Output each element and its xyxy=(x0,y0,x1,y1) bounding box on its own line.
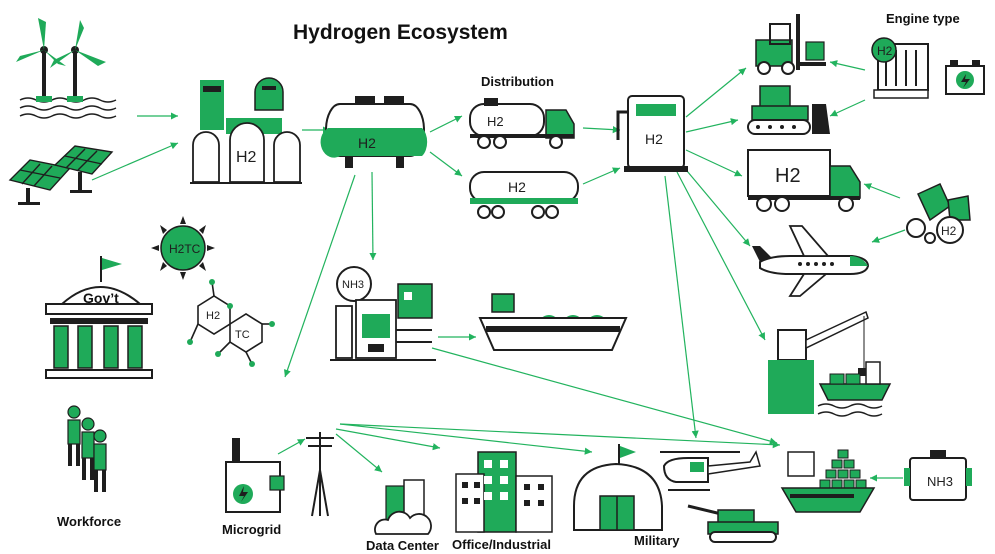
port-crane-icon xyxy=(768,310,869,414)
h2-label: H2 xyxy=(941,224,957,238)
office-building-icon xyxy=(455,451,553,533)
ammonia-plant-icon: NH3 xyxy=(330,266,436,361)
tc-label: TC xyxy=(235,329,250,341)
military-label: Military xyxy=(634,533,680,548)
hydrogen-plant-icon: H2 xyxy=(190,77,302,184)
ammonia-engine-icon: NH3 xyxy=(904,450,972,501)
storage-tank-icon: H2 xyxy=(320,96,428,168)
military-hangar-icon xyxy=(573,444,663,531)
workforce-label: Workforce xyxy=(57,514,122,529)
fuel-cell-icon: H2 xyxy=(871,37,929,99)
h2-label: H2 xyxy=(775,165,801,187)
flow-arrows xyxy=(91,60,906,482)
microgrid-label: Microgrid xyxy=(222,522,282,537)
page-title: Hydrogen Ecosystem xyxy=(293,21,508,44)
nh3-label: NH3 xyxy=(927,474,953,489)
h2-label: H2 xyxy=(206,310,220,322)
nh3-label: NH3 xyxy=(342,279,364,291)
forklift-icon xyxy=(755,14,826,75)
tank-icon xyxy=(687,504,779,543)
solar-panel-icon xyxy=(8,145,114,205)
government-building-icon xyxy=(45,256,153,379)
tank-railcar-icon: H2 xyxy=(469,171,579,219)
battery-icon xyxy=(945,60,985,95)
office-industrial-label: Office/Industrial xyxy=(452,537,551,552)
h2-label: H2 xyxy=(487,114,504,129)
airplane-icon xyxy=(752,225,870,297)
wind-turbine-icon xyxy=(16,18,117,119)
h2-label: H2 xyxy=(358,135,376,151)
govt-label: Gov’t xyxy=(83,290,119,306)
fuel-dispenser-icon: H2 xyxy=(616,95,688,172)
h2-label: H2 xyxy=(645,131,663,147)
combustion-engine-icon: H2 xyxy=(906,183,971,244)
h2tc-sun-icon: H2TC xyxy=(151,216,215,280)
engine-type-label: Engine type xyxy=(886,11,960,26)
tanker-ship-icon xyxy=(478,293,628,351)
workforce-icon xyxy=(67,405,107,492)
h2-label: H2 xyxy=(508,179,526,195)
container-ship-icon xyxy=(780,449,876,513)
h2-label: H2 xyxy=(236,149,257,166)
data-center-label: Data Center xyxy=(366,538,439,553)
bulldozer-icon xyxy=(747,85,830,135)
distribution-label: Distribution xyxy=(481,74,554,89)
hydrogen-truck-icon: H2 xyxy=(747,149,861,212)
molecule-icon: H2 TC xyxy=(187,279,275,367)
h2-label: H2 xyxy=(877,44,893,58)
data-center-icon xyxy=(374,479,432,535)
cargo-ship-icon xyxy=(817,361,892,417)
power-pole-icon xyxy=(306,432,334,517)
tube-trailer-truck-icon: H2 xyxy=(469,98,575,149)
microgrid-factory-icon xyxy=(225,438,285,513)
h2tc-label: H2TC xyxy=(169,242,201,256)
helicopter-icon xyxy=(660,450,761,491)
